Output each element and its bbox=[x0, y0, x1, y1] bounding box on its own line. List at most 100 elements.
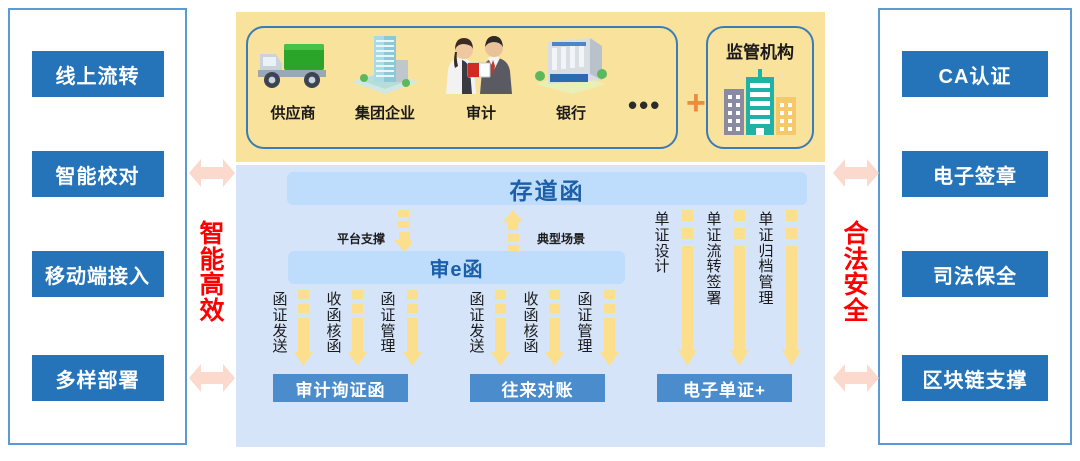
char: 核 bbox=[326, 322, 342, 340]
char: 设 bbox=[654, 242, 670, 260]
right-feature-box-4[interactable]: 区块链支撑 bbox=[902, 355, 1048, 401]
truck-icon bbox=[250, 30, 336, 100]
right-double-arrow-top-icon bbox=[833, 155, 879, 191]
char: 函 bbox=[469, 291, 485, 308]
scenario-button-account-reconciliation[interactable]: 往来对账 bbox=[470, 374, 605, 402]
char: 函 bbox=[523, 338, 539, 356]
char: 理 bbox=[758, 289, 774, 307]
char: 管 bbox=[758, 274, 774, 291]
char: 收 bbox=[523, 291, 539, 308]
right-feature-box-2[interactable]: 电子签章 bbox=[902, 151, 1048, 197]
char: 证 bbox=[469, 306, 485, 324]
participant-group-enterprise[interactable]: 集团企业 bbox=[342, 30, 428, 130]
char: 证 bbox=[380, 306, 396, 324]
more-participants-ellipsis: ••• bbox=[628, 90, 662, 120]
arrow-down-icon bbox=[544, 290, 564, 368]
office-tower-icon bbox=[342, 30, 428, 100]
char: 签 bbox=[706, 274, 722, 291]
participant-bank-label: 银行 bbox=[555, 105, 586, 122]
left-feature-column: 线上流转 智能校对 移动端接入 多样部署 bbox=[8, 8, 187, 445]
char: 发 bbox=[469, 322, 485, 340]
char: 函 bbox=[326, 306, 342, 324]
left-feature-box-1[interactable]: 线上流转 bbox=[31, 51, 164, 97]
char: 函 bbox=[326, 338, 342, 356]
char: 理 bbox=[577, 338, 593, 356]
arrow-down-icon bbox=[729, 210, 749, 368]
char: 档 bbox=[758, 258, 774, 276]
char: 流 bbox=[706, 242, 722, 260]
scenario-group-audit-confirmation: 函 证 发 送 收 函 核 函 函 证 管 理 bbox=[269, 290, 439, 402]
scenario-group-electronic-document: 单 证 设 计 单 证 流 转 签 署 单 证 归 bbox=[651, 210, 816, 402]
char: 证 bbox=[706, 226, 722, 244]
product-bar-cundaohan[interactable]: 存道函 bbox=[287, 172, 807, 205]
char: 单 bbox=[654, 211, 670, 228]
right-axis-char-4: 全 bbox=[843, 296, 869, 325]
char: 函 bbox=[272, 291, 288, 308]
auditors-icon bbox=[438, 30, 524, 100]
participant-supplier-label: 供应商 bbox=[270, 105, 316, 122]
right-feature-box-1[interactable]: CA认证 bbox=[902, 51, 1048, 97]
product-bar-shenehan-label: 审e函 bbox=[429, 259, 484, 281]
char: 管 bbox=[577, 322, 593, 340]
char: 署 bbox=[706, 289, 722, 307]
left-axis-label: 智 能 高 效 bbox=[192, 220, 232, 325]
participants-card bbox=[246, 26, 678, 149]
right-feature-label-1: CA认证 bbox=[938, 65, 1012, 88]
scenario-button-audit-confirmation-label: 审计询证函 bbox=[295, 380, 386, 400]
char: 归 bbox=[758, 242, 774, 260]
step-label: 函 证 发 送 bbox=[468, 292, 486, 355]
char: 管 bbox=[380, 322, 396, 340]
bank-building-icon bbox=[528, 30, 614, 100]
char: 证 bbox=[577, 306, 593, 324]
char: 送 bbox=[272, 338, 288, 356]
left-axis-char-4: 效 bbox=[199, 296, 225, 325]
right-axis-char-1: 合 bbox=[843, 220, 869, 248]
arrow-down-platform-icon bbox=[394, 210, 412, 252]
left-feature-box-4[interactable]: 多样部署 bbox=[31, 355, 164, 401]
left-feature-box-2[interactable]: 智能校对 bbox=[31, 151, 164, 197]
participant-audit-label: 审计 bbox=[465, 105, 496, 122]
left-double-arrow-top-icon bbox=[189, 155, 235, 191]
arrow-down-icon bbox=[490, 290, 510, 368]
char: 证 bbox=[272, 306, 288, 324]
step-label: 单 证 流 转 签 署 bbox=[705, 212, 723, 307]
char: 函 bbox=[577, 291, 593, 308]
participant-supplier[interactable]: 供应商 bbox=[250, 30, 336, 130]
arrow-down-icon bbox=[599, 290, 619, 368]
step-label: 函 证 管 理 bbox=[379, 292, 397, 355]
right-feature-box-3[interactable]: 司法保全 bbox=[902, 251, 1048, 297]
left-feature-label-4: 多样部署 bbox=[55, 369, 140, 392]
char: 理 bbox=[380, 338, 396, 356]
scenario-button-audit-confirmation[interactable]: 审计询证函 bbox=[273, 374, 408, 402]
scenario-group-account-reconciliation: 函 证 发 送 收 函 核 函 函 证 管 理 bbox=[466, 290, 636, 402]
product-bar-shenehan[interactable]: 审e函 bbox=[288, 251, 625, 284]
char: 证 bbox=[758, 226, 774, 244]
left-axis-char-1: 智 bbox=[199, 220, 225, 248]
participant-audit[interactable]: 审计 bbox=[438, 30, 524, 130]
regulator-card[interactable] bbox=[706, 26, 814, 149]
right-axis-char-2: 法 bbox=[843, 245, 869, 274]
char: 核 bbox=[523, 322, 539, 340]
char: 收 bbox=[326, 291, 342, 308]
scenario-button-electronic-document[interactable]: 电子单证+ bbox=[657, 374, 792, 402]
step-label: 单 证 归 档 管 理 bbox=[757, 212, 775, 307]
char: 单 bbox=[758, 211, 774, 228]
scenario-button-electronic-document-label: 电子单证+ bbox=[683, 380, 766, 400]
left-axis-char-2: 能 bbox=[199, 245, 225, 274]
right-axis-label: 合 法 安 全 bbox=[836, 220, 876, 325]
left-feature-label-3: 移动端接入 bbox=[45, 265, 150, 288]
arrow-down-icon bbox=[293, 290, 313, 368]
char: 函 bbox=[523, 306, 539, 324]
left-feature-label-2: 智能校对 bbox=[55, 165, 140, 188]
arrow-down-icon bbox=[677, 210, 697, 368]
left-axis-char-3: 高 bbox=[199, 271, 225, 299]
step-label: 单 证 设 计 bbox=[653, 212, 671, 275]
scenario-button-account-reconciliation-label: 往来对账 bbox=[501, 380, 574, 400]
participant-bank[interactable]: 银行 bbox=[528, 30, 614, 130]
arrow-down-icon bbox=[347, 290, 367, 368]
regulator-label: 监管机构 bbox=[726, 43, 794, 62]
plus-icon: + bbox=[686, 84, 706, 122]
flow-note-typical-scenario: 典型场景 bbox=[537, 232, 586, 246]
left-feature-box-3[interactable]: 移动端接入 bbox=[31, 251, 164, 297]
